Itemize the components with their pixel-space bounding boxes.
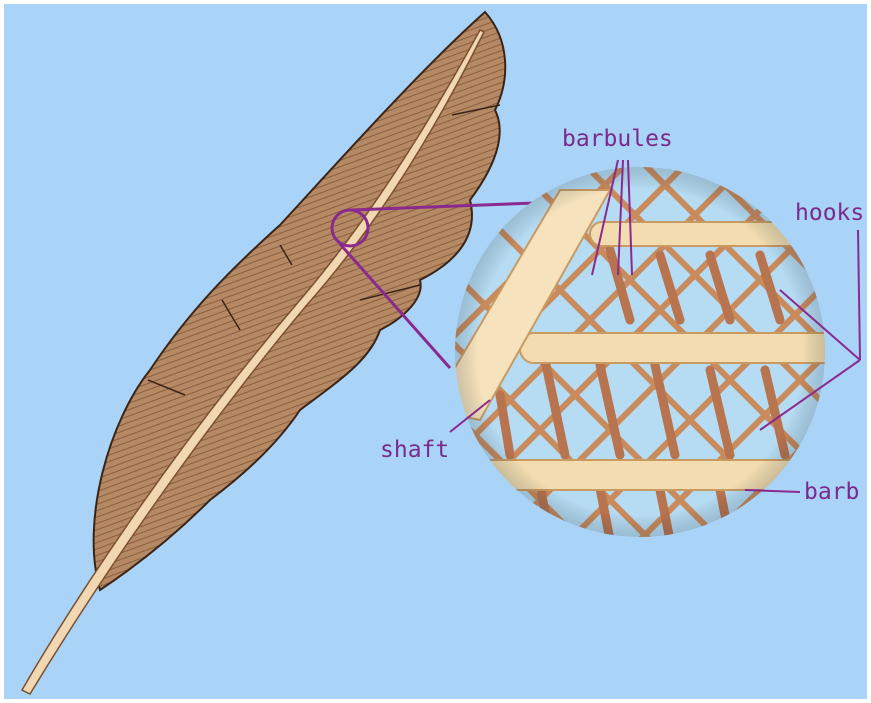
label-hooks: hooks bbox=[795, 200, 864, 226]
magnified-view bbox=[430, 160, 840, 540]
label-shaft: shaft bbox=[380, 437, 449, 463]
label-barb: barb bbox=[804, 479, 859, 505]
label-barbules: barbules bbox=[562, 126, 673, 152]
feather bbox=[22, 12, 505, 694]
